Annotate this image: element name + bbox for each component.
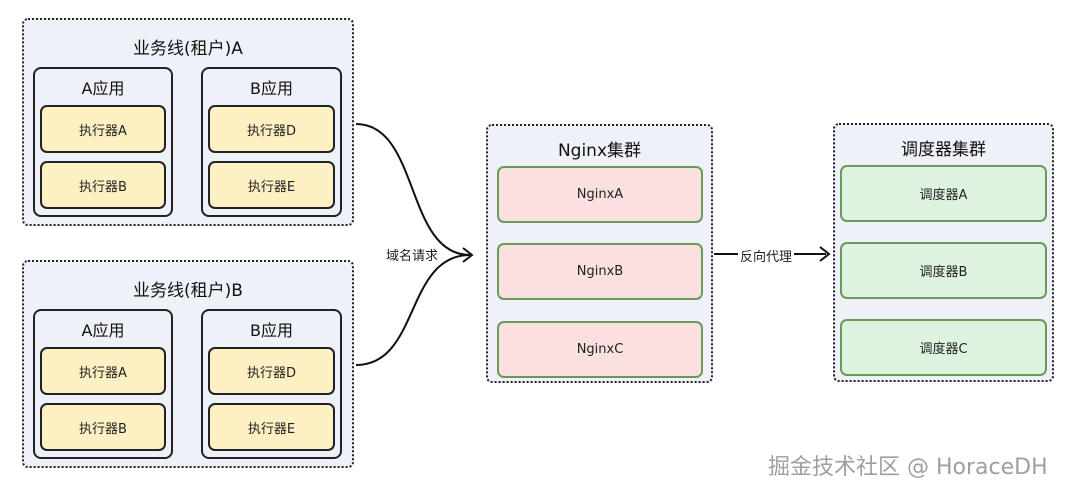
app-container-a: A应用 执行器A 执行器B	[33, 309, 173, 459]
tenant-group-title: 业务线(租户)B	[133, 281, 243, 301]
nginx-node-a: NginxA	[497, 166, 703, 223]
scheduler-cluster-title: 调度器集群	[901, 140, 986, 160]
watermark: 掘金技术社区 @ HoraceDH	[768, 455, 1048, 480]
app-title: A应用	[81, 79, 125, 98]
scheduler-node-c: 调度器C	[840, 319, 1047, 376]
executor-node-e: 执行器E	[208, 161, 335, 209]
nginx-cluster-title: Nginx集群	[557, 141, 642, 161]
app-title: A应用	[81, 321, 125, 340]
scheduler-cluster-group: 调度器集群 调度器A 调度器B 调度器C	[833, 123, 1054, 382]
app-title: B应用	[250, 79, 293, 98]
executor-node-e: 执行器E	[208, 403, 335, 451]
app-container-b: B应用 执行器D 执行器E	[201, 67, 342, 217]
nginx-node-c: NginxC	[497, 321, 703, 378]
executor-node-d: 执行器D	[208, 347, 335, 395]
app-container-a: A应用 执行器A 执行器B	[33, 67, 173, 217]
executor-node-b: 执行器B	[40, 161, 166, 209]
executor-node-a: 执行器A	[40, 105, 166, 153]
arrowhead-to-scheduler	[819, 246, 831, 262]
app-container-b: B应用 执行器D 执行器E	[201, 309, 342, 459]
arrowhead-to-nginx	[462, 247, 474, 263]
scheduler-node-b: 调度器B	[840, 242, 1047, 299]
connector-tenant-a-to-nginx	[355, 123, 471, 256]
tenant-group-b: 业务线(租户)B A应用 执行器A 执行器B B应用 执行器D 执行器E	[22, 260, 354, 468]
app-title: B应用	[250, 321, 293, 340]
nginx-node-b: NginxB	[497, 243, 703, 300]
connector-tenant-b-to-nginx	[355, 254, 471, 366]
executor-node-b: 执行器B	[40, 403, 166, 451]
edge-label-domain-request: 域名请求	[384, 245, 441, 264]
tenant-group-title: 业务线(租户)A	[133, 39, 243, 59]
edge-label-reverse-proxy: 反向代理	[738, 246, 795, 265]
executor-node-d: 执行器D	[208, 105, 335, 153]
tenant-group-a: 业务线(租户)A A应用 执行器A 执行器B B应用 执行器D 执行器E	[22, 18, 354, 226]
nginx-cluster-group: Nginx集群 NginxA NginxB NginxC	[486, 124, 713, 383]
scheduler-node-a: 调度器A	[840, 165, 1047, 222]
executor-node-a: 执行器A	[40, 347, 166, 395]
